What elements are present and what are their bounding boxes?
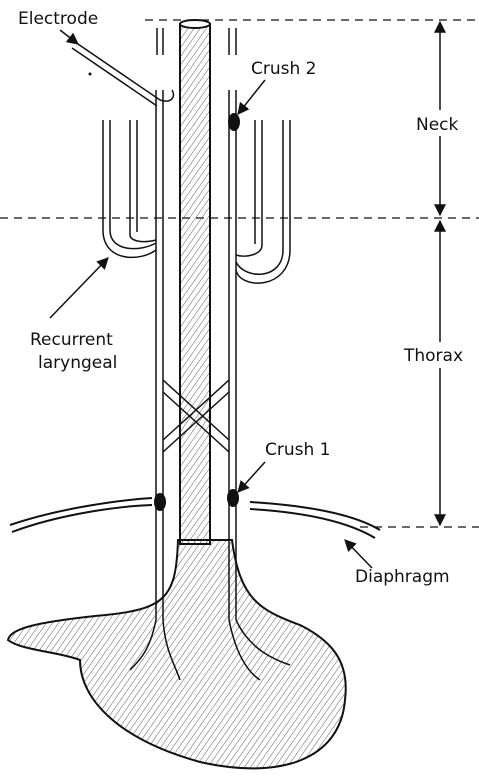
crush-1-right-mark	[227, 489, 239, 507]
diaphragm-pointer	[345, 540, 372, 568]
crush-1-label: Crush 1	[265, 440, 331, 460]
crush-1-pointer	[238, 462, 265, 492]
neck-label: Neck	[416, 115, 459, 135]
electrode-label: Electrode	[18, 9, 98, 29]
oesophagus	[180, 24, 210, 544]
crush-2-pointer	[238, 80, 265, 114]
thorax-label: Thorax	[403, 346, 463, 366]
crush-2-mark	[228, 113, 240, 131]
crush-1-left-mark	[154, 493, 166, 511]
stomach	[8, 540, 346, 768]
crush-2-label: Crush 2	[251, 59, 317, 79]
left-vagus-nerve	[156, 28, 163, 620]
recurrent-laryngeal-pointer	[50, 258, 108, 318]
recurrent-label-line1: Recurrent	[30, 330, 113, 350]
recurrent-label-line2: laryngeal	[38, 353, 117, 373]
oesophagus-top	[180, 20, 210, 28]
diaphragm-label: Diaphragm	[355, 567, 450, 587]
